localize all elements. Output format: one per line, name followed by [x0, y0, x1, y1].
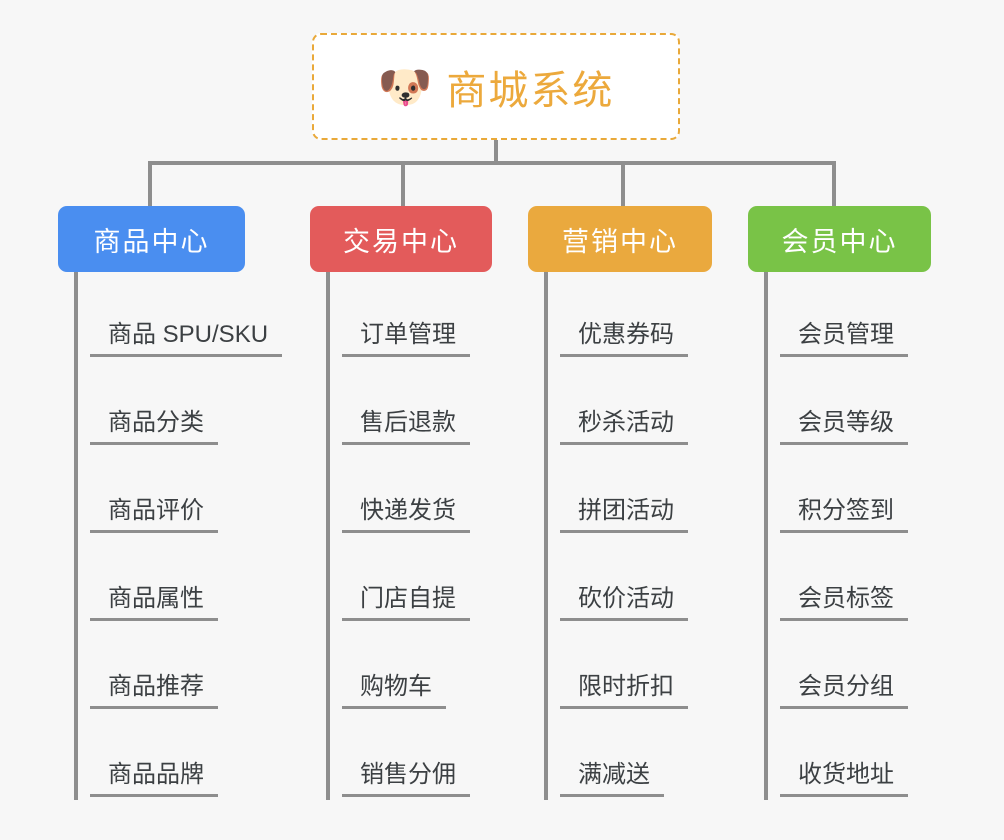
leaf-item[interactable]: 销售分佣 [328, 712, 470, 800]
leaf-item[interactable]: 积分签到 [766, 448, 908, 536]
header-trade-center[interactable]: 交易中心 [310, 206, 492, 272]
connector-horizontal-bus [148, 161, 836, 165]
leaf-item[interactable]: 限时折扣 [546, 624, 688, 712]
leaf-item[interactable]: 会员标签 [766, 536, 908, 624]
leaf-label: 销售分佣 [342, 761, 470, 797]
leaf-label: 砍价活动 [560, 585, 688, 621]
leaf-item[interactable]: 会员管理 [766, 272, 908, 360]
spine-product-center [74, 272, 78, 800]
leaf-label: 拼团活动 [560, 497, 688, 533]
leaf-label: 会员标签 [780, 585, 908, 621]
leaf-label: 限时折扣 [560, 673, 688, 709]
header-label: 会员中心 [781, 226, 898, 257]
leaf-label: 积分签到 [780, 497, 908, 533]
leaf-item[interactable]: 满减送 [546, 712, 664, 800]
leaf-item[interactable]: 会员等级 [766, 360, 908, 448]
leaf-label: 收货地址 [780, 761, 908, 797]
leaf-label: 商品分类 [90, 409, 218, 445]
leaf-item[interactable]: 商品品牌 [76, 712, 218, 800]
header-label: 交易中心 [343, 226, 459, 257]
leaf-label: 商品品牌 [90, 761, 218, 797]
leaf-item[interactable]: 秒杀活动 [546, 360, 688, 448]
connector-drop-marketing-center [621, 161, 625, 206]
spine-marketing-center [544, 272, 548, 800]
connector-drop-product-center [148, 161, 152, 206]
leaf-label: 优惠券码 [560, 321, 688, 357]
spine-trade-center [326, 272, 330, 800]
leaf-label: 商品属性 [90, 585, 218, 621]
leaf-item[interactable]: 购物车 [328, 624, 446, 712]
leaf-item[interactable]: 拼团活动 [546, 448, 688, 536]
header-label: 营销中心 [562, 226, 678, 257]
connector-drop-member-center [832, 161, 836, 206]
connector-root-stem [494, 140, 498, 163]
spine-member-center [764, 272, 768, 800]
leaf-item[interactable]: 商品分类 [76, 360, 218, 448]
leaf-item[interactable]: 订单管理 [328, 272, 470, 360]
leaf-label: 商品评价 [90, 497, 218, 533]
header-product-center[interactable]: 商品中心 [58, 206, 245, 272]
header-marketing-center[interactable]: 营销中心 [528, 206, 712, 272]
leaf-label: 秒杀活动 [560, 409, 688, 445]
leaf-label: 会员管理 [780, 321, 908, 357]
leaf-label: 会员等级 [780, 409, 908, 445]
header-member-center[interactable]: 会员中心 [748, 206, 931, 272]
leaf-item[interactable]: 门店自提 [328, 536, 470, 624]
dog-face-icon: 🐶 [377, 62, 433, 112]
connector-drop-trade-center [401, 161, 405, 206]
leaf-label: 快递发货 [342, 497, 470, 533]
leaf-label: 会员分组 [780, 673, 908, 709]
leaf-item[interactable]: 会员分组 [766, 624, 908, 712]
root-title: 商城系统 [446, 68, 615, 113]
leaf-item[interactable]: 优惠券码 [546, 272, 688, 360]
leaf-label: 售后退款 [342, 409, 470, 445]
leaf-item[interactable]: 商品属性 [76, 536, 218, 624]
leaf-label: 购物车 [342, 673, 446, 709]
leaf-item[interactable]: 售后退款 [328, 360, 470, 448]
leaf-label: 商品推荐 [90, 673, 218, 709]
leaf-label: 门店自提 [342, 585, 470, 621]
leaf-item[interactable]: 商品推荐 [76, 624, 218, 712]
leaf-item[interactable]: 收货地址 [766, 712, 908, 800]
leaf-item[interactable]: 商品 SPU/SKU [76, 272, 283, 360]
leaf-item[interactable]: 快递发货 [328, 448, 470, 536]
leaf-label: 订单管理 [342, 321, 470, 357]
leaf-item[interactable]: 砍价活动 [546, 536, 688, 624]
leaf-label: 满减送 [560, 761, 664, 797]
leaf-label: 商品 SPU/SKU [90, 321, 283, 357]
root-node[interactable]: 🐶 商城系统 [312, 33, 680, 140]
header-label: 商品中心 [93, 226, 210, 257]
leaf-item[interactable]: 商品评价 [76, 448, 218, 536]
